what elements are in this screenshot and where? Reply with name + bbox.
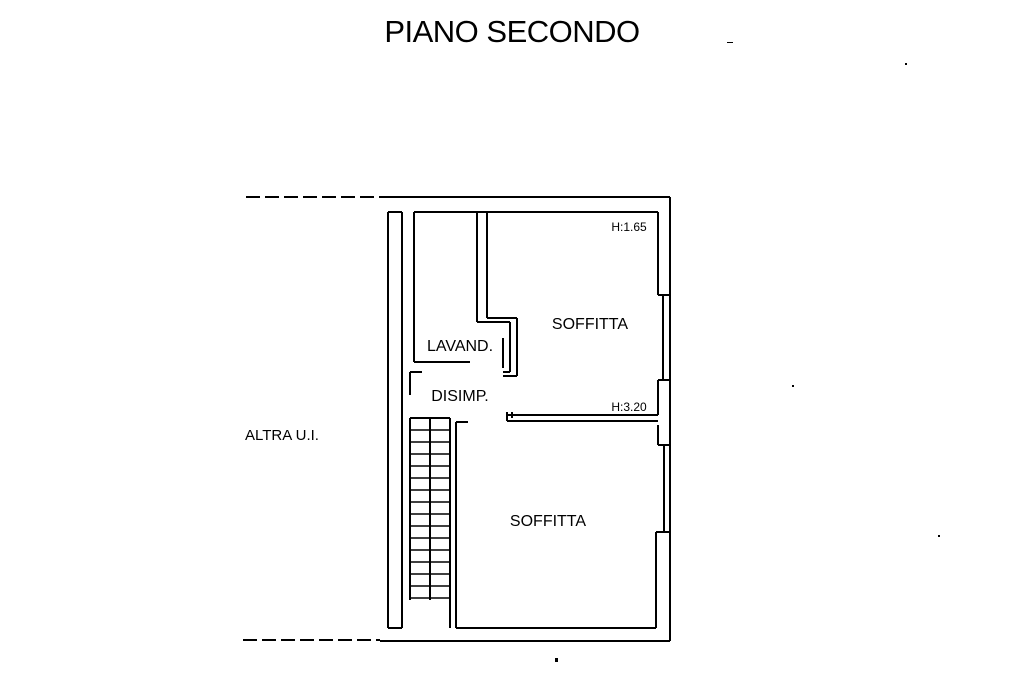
room-label-laundry: LAVAND. (427, 338, 493, 355)
room-label-lower-soffitta: SOFFITTA (510, 513, 586, 530)
height-label-lower: H:3.20 (611, 400, 647, 414)
page-title: PIANO SECONDO (384, 14, 640, 49)
room-label-adjacent-unit: ALTRA U.I. (245, 427, 319, 444)
stair-treads (410, 429, 450, 599)
plan-walls (243, 196, 671, 642)
height-label-upper: H:1.65 (611, 220, 647, 234)
room-label-upper-soffitta: SOFFITTA (552, 316, 628, 333)
room-label-hallway: DISIMP. (431, 388, 489, 405)
scan-specks (555, 42, 940, 662)
